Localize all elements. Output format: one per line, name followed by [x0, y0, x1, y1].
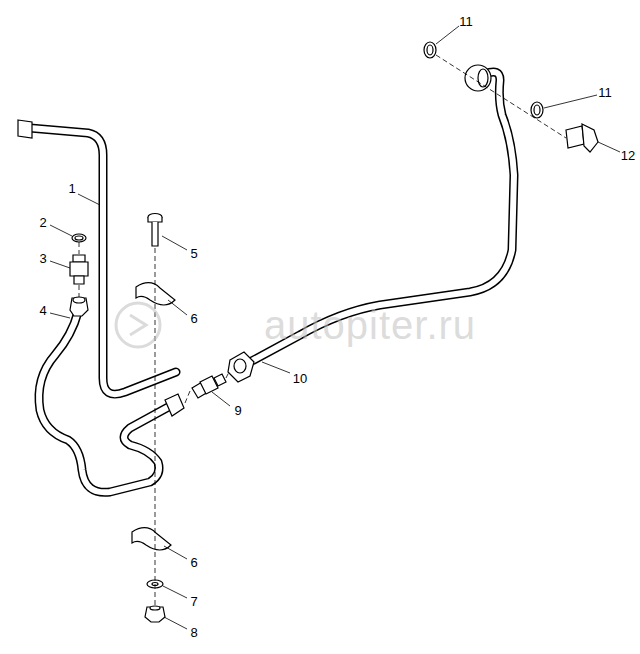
callout-number: 1: [68, 182, 75, 195]
callout-number: 5: [190, 247, 197, 260]
callout-number: 4: [39, 304, 46, 317]
callout-number: 11: [598, 86, 612, 99]
callout-number: 12: [621, 149, 635, 162]
callout-number: 7: [190, 595, 197, 608]
callout-number: 9: [234, 404, 241, 417]
callout-number: 8: [190, 626, 197, 639]
callout-number: 6: [190, 312, 197, 325]
callout-number: 11: [459, 15, 473, 28]
callout-number: 2: [39, 216, 46, 229]
callout-number: 6: [190, 556, 197, 569]
callout-number: 3: [39, 252, 46, 265]
watermark: autopiter.ru: [264, 305, 476, 345]
callout-number: 10: [293, 372, 307, 385]
